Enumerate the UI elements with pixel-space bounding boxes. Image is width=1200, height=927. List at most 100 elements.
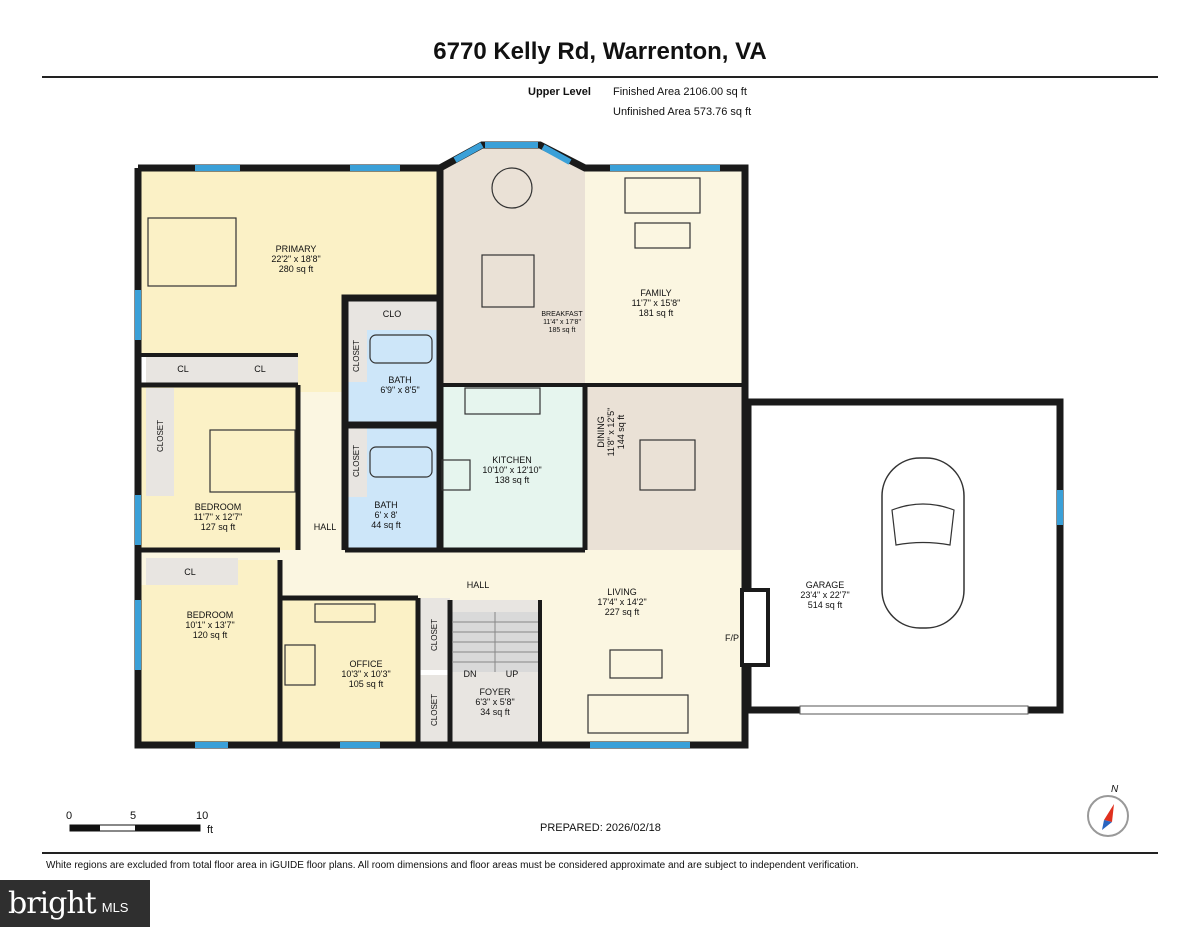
dims-kitchen: 10'10" x 12'10" xyxy=(482,465,541,475)
car-outline xyxy=(881,457,965,629)
area-family: 181 sq ft xyxy=(639,308,674,318)
desk xyxy=(284,644,316,686)
header-divider xyxy=(42,76,1158,78)
scale-unit: ft xyxy=(207,824,214,836)
dims-living: 17'4" x 14'2" xyxy=(597,597,646,607)
breakfast-table xyxy=(481,254,535,308)
living-table xyxy=(609,649,663,679)
label-living: LIVING xyxy=(607,587,637,597)
compass xyxy=(1087,795,1129,837)
label-closet-a: CLOSET xyxy=(352,340,361,372)
dims-office: 10'3" x 10'3" xyxy=(341,669,390,679)
cl3-fill xyxy=(146,558,238,585)
compass-north-label: N xyxy=(1111,784,1119,795)
label-hall-2: HALL xyxy=(467,580,490,590)
label-closet-d: CLOSET xyxy=(430,619,439,651)
hall-fill xyxy=(298,392,345,550)
walls xyxy=(134,141,749,749)
dims-family: 11'7" x 15'8" xyxy=(632,298,681,308)
scale-label-10: 10 xyxy=(196,810,209,822)
label-bath1: BATH xyxy=(388,375,411,385)
label-primary: PRIMARY xyxy=(276,244,317,254)
finished-area: Finished Area 2106.00 sq ft xyxy=(613,86,747,98)
garage xyxy=(740,398,1064,715)
round-table xyxy=(491,167,533,209)
plan-title: 6770 Kelly Rd, Warrenton, VA xyxy=(433,38,767,65)
bedroom2-fill xyxy=(138,560,280,745)
room-labels: PRIMARY 22'2" x 18'8" 280 sq ft BREAKFAS… xyxy=(156,244,850,726)
area-office: 105 sq ft xyxy=(349,679,384,689)
closet-d-fill xyxy=(418,598,450,670)
dims-bedroom2: 10'1" x 13'7" xyxy=(185,620,234,630)
label-garage: GARAGE xyxy=(806,580,845,590)
sofa-living xyxy=(587,694,689,734)
family-fill xyxy=(585,168,745,385)
kitchen-counter xyxy=(464,387,541,415)
closet-e-fill xyxy=(418,675,450,745)
dims-garage: 23'4" x 22'7" xyxy=(800,590,849,600)
area-bath2: 44 sq ft xyxy=(371,520,401,530)
dims-bedroom1: 11'7" x 12'7" xyxy=(194,512,243,522)
label-family: FAMILY xyxy=(640,288,671,298)
scale-bar xyxy=(69,824,201,832)
label-kitchen: KITCHEN xyxy=(492,455,532,465)
office-desk xyxy=(314,603,376,623)
dims-foyer: 6'3" x 5'8" xyxy=(475,697,514,707)
label-hall-1: HALL xyxy=(314,522,337,532)
coffee-table xyxy=(634,222,691,249)
kitchen-fill xyxy=(440,385,585,550)
label-closet-b: CLOSET xyxy=(352,445,361,477)
area-dining: 144 sq ft xyxy=(616,414,626,449)
stairs xyxy=(452,612,538,672)
dining-table xyxy=(639,439,696,491)
unfinished-area: Unfinished Area 573.76 sq ft xyxy=(613,106,752,118)
dims-bath2: 6' x 8' xyxy=(375,510,398,520)
dims-breakfast: 11'4" x 17'8" xyxy=(543,319,581,326)
label-cl-1: CL xyxy=(177,364,189,374)
label-foyer: FOYER xyxy=(479,687,511,697)
area-bedroom1: 127 sq ft xyxy=(201,522,236,532)
label-cl-3: CL xyxy=(184,567,196,577)
level-label: Upper Level xyxy=(528,86,591,98)
label-bedroom2: BEDROOM xyxy=(187,610,234,620)
disclaimer: White regions are excluded from total fl… xyxy=(46,860,859,871)
dining-fill xyxy=(585,385,745,550)
label-dn: DN xyxy=(464,669,477,679)
area-garage: 514 sq ft xyxy=(808,600,843,610)
bedroom1-bed xyxy=(209,429,296,493)
label-up: UP xyxy=(506,669,519,679)
label-clo: CLO xyxy=(383,309,402,319)
watermark-suffix: MLS xyxy=(101,900,129,915)
windows xyxy=(135,142,1063,748)
area-living: 227 sq ft xyxy=(605,607,640,617)
living-fill xyxy=(540,550,745,745)
area-bedroom2: 120 sq ft xyxy=(193,630,228,640)
label-closet-c: CLOSET xyxy=(156,420,165,452)
sofa-family xyxy=(624,177,701,214)
room-fills xyxy=(138,145,745,745)
scale-label-0: 0 xyxy=(66,810,73,822)
label-bedroom1: BEDROOM xyxy=(195,502,242,512)
label-breakfast: BREAKFAST xyxy=(541,311,583,318)
area-kitchen: 138 sq ft xyxy=(495,475,530,485)
cl1-fill xyxy=(146,355,222,383)
furniture xyxy=(147,167,701,734)
primary-bed xyxy=(147,217,237,287)
closet-b-fill xyxy=(345,425,367,497)
area-breakfast: 185 sq ft xyxy=(549,327,576,334)
fireplace xyxy=(740,588,770,667)
area-foyer: 34 sq ft xyxy=(480,707,510,717)
label-closet-e: CLOSET xyxy=(430,694,439,726)
dims-bath1: 6'9" x 8'5" xyxy=(380,385,419,395)
cl2-fill xyxy=(222,355,298,383)
label-cl-2: CL xyxy=(254,364,266,374)
dims-dining: 11'8" x 12'5" xyxy=(606,408,616,457)
clo-fill xyxy=(345,298,440,330)
label-dining: DINING xyxy=(596,416,606,448)
breakfast-fill xyxy=(440,145,585,385)
label-bath2: BATH xyxy=(374,500,397,510)
bright-mls-watermark: bright MLS xyxy=(0,880,150,927)
label-fp: F/P xyxy=(725,633,739,643)
prepared-date: PREPARED: 2026/02/18 xyxy=(540,822,661,834)
